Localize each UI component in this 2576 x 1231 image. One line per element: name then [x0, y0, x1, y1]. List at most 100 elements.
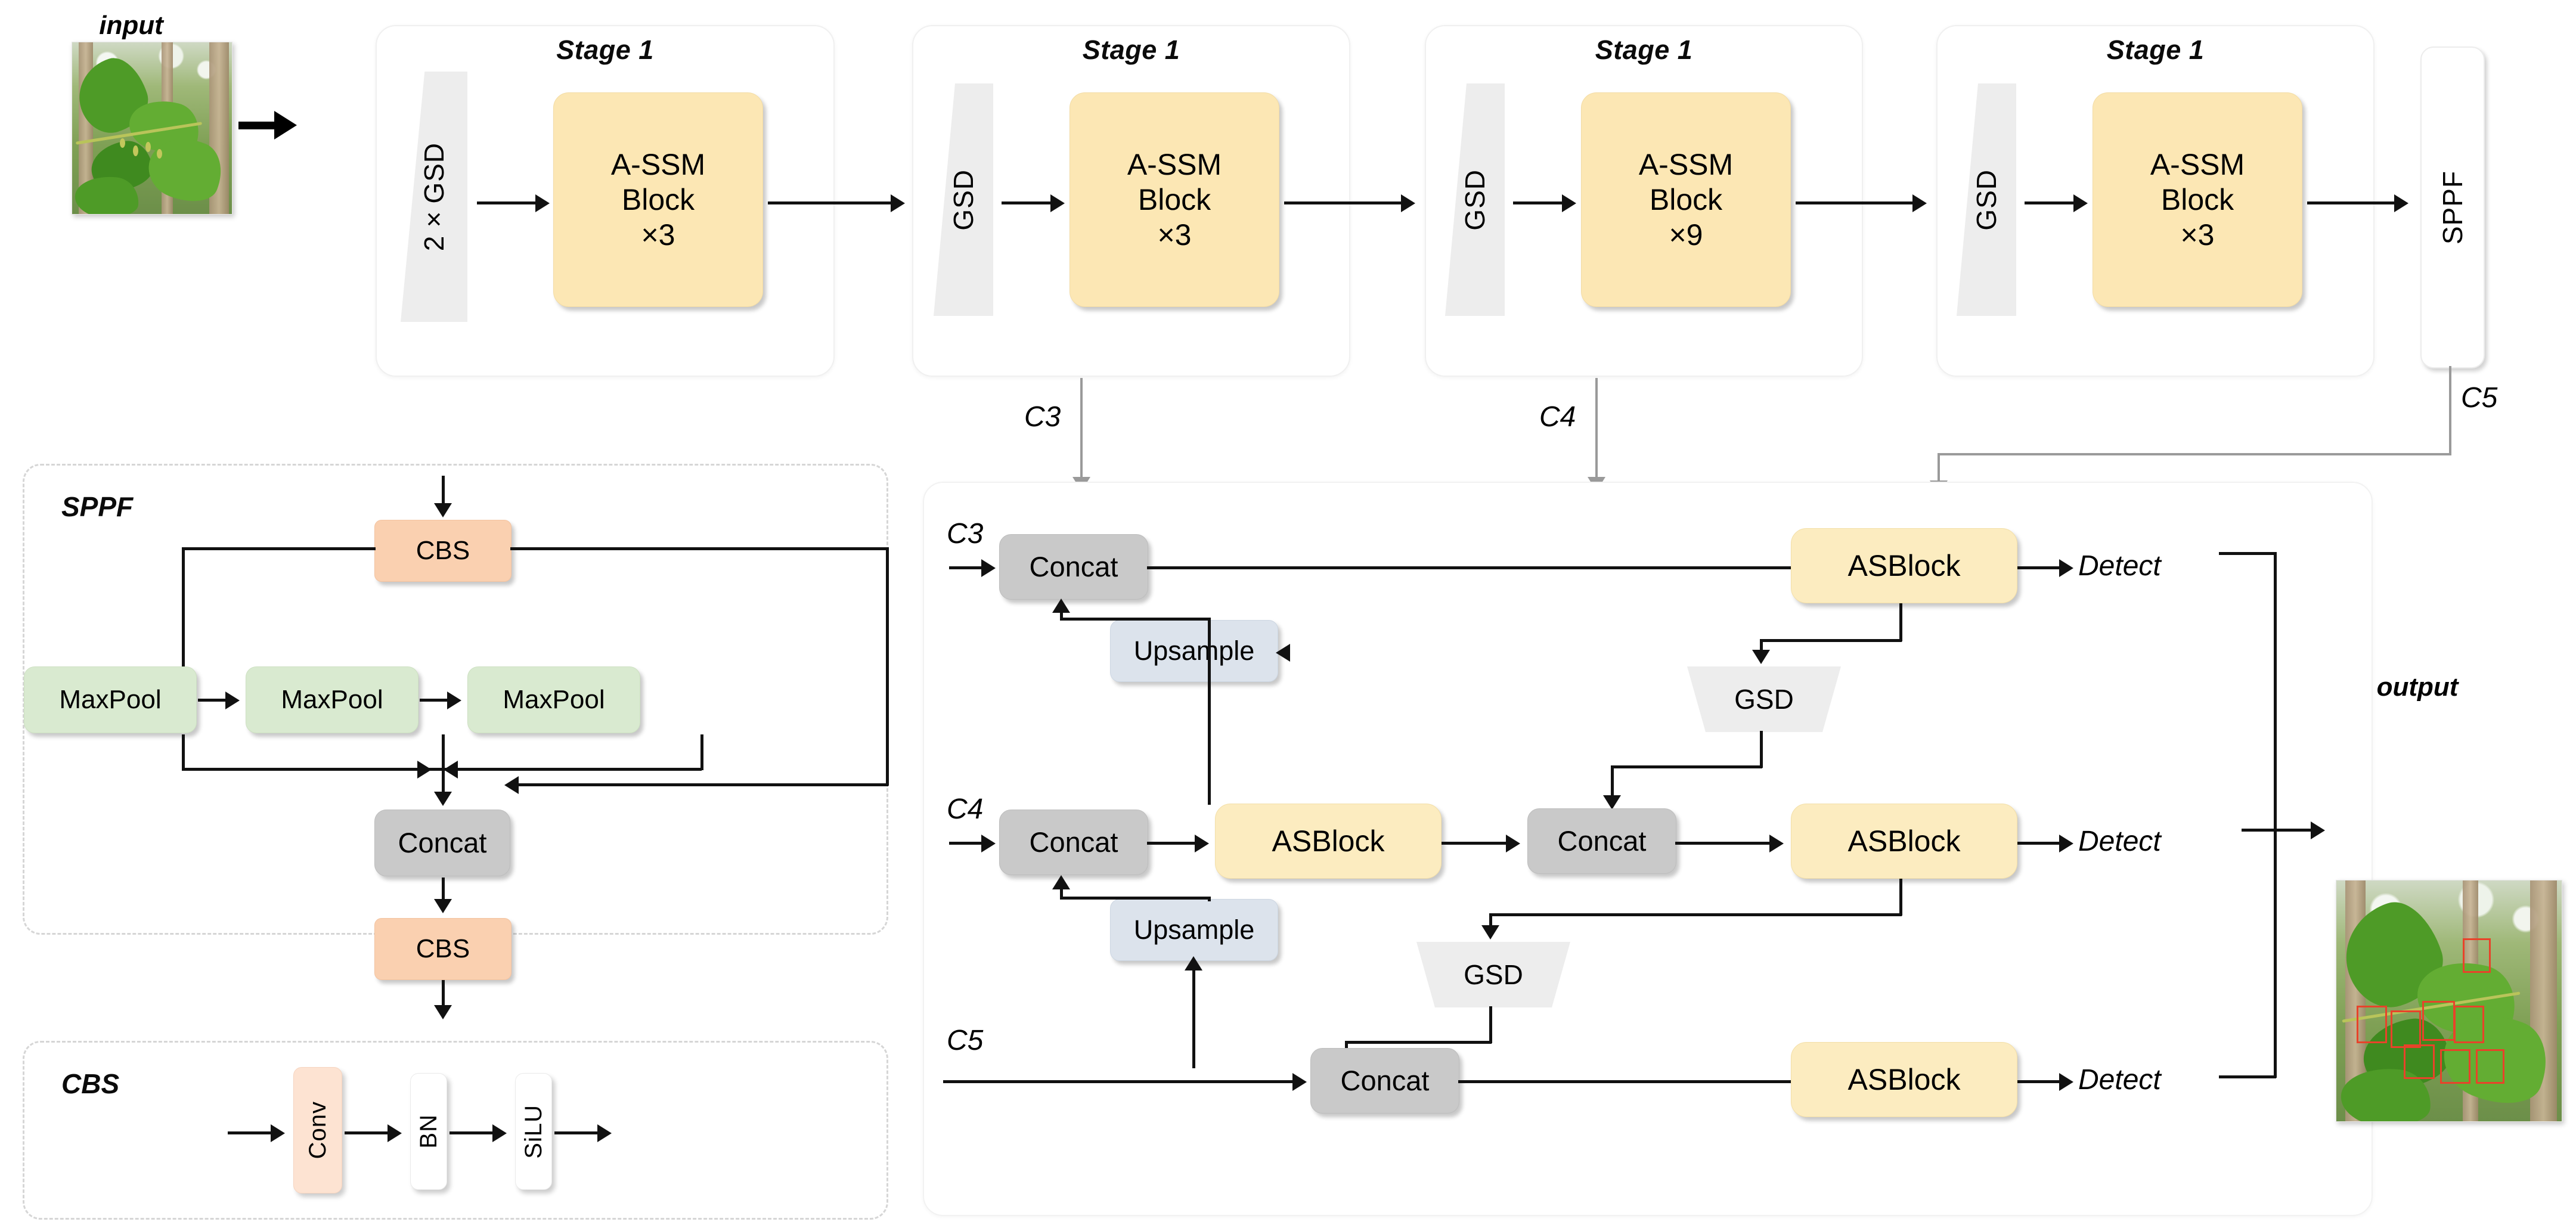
connector — [1060, 612, 1063, 620]
assm-block-repeat: ×3 — [641, 218, 675, 252]
arrow-head — [2073, 194, 2088, 212]
connector — [2017, 842, 2060, 845]
maxpool-1: MaxPool — [24, 666, 197, 733]
assm-block-3: A-SSM Block ×9 — [1581, 92, 1791, 307]
neck-asblock-c4-mid-label: ASBlock — [1272, 824, 1385, 858]
sppf-label: SPPF — [2436, 170, 2468, 245]
gsd-label: GSD — [948, 169, 979, 231]
connector — [1796, 201, 1915, 204]
assm-block-4: A-SSM Block ×3 — [2093, 92, 2302, 307]
detection-box — [2357, 1006, 2388, 1043]
connector — [1675, 842, 1771, 845]
photo-bud — [157, 148, 163, 159]
detection-box — [2390, 1010, 2422, 1048]
connector — [442, 980, 445, 1009]
maxpool-label: MaxPool — [503, 685, 605, 715]
assm-block-sub: Block — [621, 182, 695, 216]
sppf-concat-label: Concat — [398, 827, 487, 859]
cbs-bn: BN — [410, 1073, 447, 1190]
neck-concat-c4-label: Concat — [1029, 826, 1118, 858]
connector — [1442, 842, 1507, 845]
maxpool-label: MaxPool — [59, 685, 162, 715]
detection-box — [2476, 1049, 2504, 1084]
c5-route-down — [2449, 366, 2451, 455]
output-image — [2336, 880, 2562, 1122]
assm-block-1: A-SSM Block ×3 — [553, 92, 763, 307]
gsd-label: GSD — [1459, 169, 1490, 231]
detection-box — [2453, 1006, 2484, 1043]
output-caption: output — [2376, 672, 2459, 702]
connector — [1208, 646, 1211, 805]
connector — [420, 699, 448, 702]
neck-asblock-c5: ASBlock — [1791, 1042, 2017, 1117]
cbs-detail-title: CBS — [61, 1068, 120, 1099]
arrow-head — [434, 792, 452, 806]
detect-bracket-top — [2219, 552, 2276, 555]
sppf-cbs-top-label: CBS — [416, 536, 470, 566]
connector — [1760, 639, 1763, 653]
c5-route-left — [1938, 453, 2451, 455]
arrow-head — [1562, 194, 1576, 212]
connector — [1899, 879, 1902, 916]
c4-tap-label: C4 — [1539, 401, 1576, 433]
detect-bracket-spine — [2274, 552, 2277, 1078]
connector — [1208, 897, 1211, 901]
connector — [1147, 566, 1791, 569]
connector — [1147, 842, 1196, 845]
input-image — [72, 42, 233, 215]
c3-route — [1080, 378, 1083, 482]
neck-concat-c5-label: Concat — [1340, 1065, 1430, 1097]
connector — [442, 476, 445, 506]
cbs-conv-label: Conv — [304, 1101, 331, 1159]
arrow-head — [1506, 835, 1520, 852]
neck-upsample-top-label: Upsample — [1133, 635, 1255, 666]
assm-block-repeat: ×9 — [1669, 218, 1703, 252]
neck-asblock-c5-label: ASBlock — [1847, 1062, 1961, 1096]
assm-block-2: A-SSM Block ×3 — [1070, 92, 1279, 307]
connector — [1060, 897, 1210, 900]
neck-c4-label: C4 — [947, 793, 984, 825]
connector — [442, 734, 445, 770]
stage-title: Stage 1 — [556, 35, 654, 65]
neck-upsample-bottom: Upsample — [1110, 899, 1278, 961]
sppf-cbs-bottom-label: CBS — [416, 934, 470, 964]
connector — [442, 877, 445, 903]
connector — [2017, 566, 2060, 569]
connector — [949, 842, 982, 845]
arrow-head — [981, 835, 996, 852]
arrow-head — [504, 776, 519, 794]
connector — [1192, 961, 1195, 1068]
gsd-label: 2×GSD — [419, 142, 450, 252]
photo-bud — [145, 142, 151, 153]
assm-block-sub: Block — [1649, 182, 1723, 216]
connector — [1513, 201, 1563, 204]
cbs-conv: Conv — [293, 1067, 342, 1193]
maxpool-label: MaxPool — [281, 685, 383, 715]
assm-block-name: A-SSM — [1638, 147, 1734, 181]
neck-asblock-c4-mid: ASBlock — [1215, 804, 1442, 879]
arrow-head — [434, 1005, 452, 1019]
arrow-head — [1769, 835, 1784, 852]
cbs-silu: SiLU — [515, 1073, 552, 1190]
sppf-bar: SPPF — [2420, 46, 2485, 368]
connector — [2025, 201, 2075, 204]
neck-gsd-top-label: GSD — [1734, 684, 1794, 715]
input-caption: input — [99, 11, 163, 40]
assm-block-sub: Block — [1137, 182, 1211, 216]
connector — [1060, 888, 1063, 898]
arrow-head — [447, 692, 461, 709]
detection-box — [2422, 1001, 2455, 1041]
detect-label-c3: Detect — [2078, 550, 2161, 582]
connector — [2307, 201, 2397, 204]
maxpool-2: MaxPool — [246, 666, 419, 733]
arrow-head — [1912, 194, 1927, 212]
sppf-cbs-top: CBS — [374, 520, 512, 582]
neck-asblock-c4-out: ASBlock — [1791, 804, 2017, 879]
arrow-head — [2311, 821, 2325, 839]
sppf-cbs-bottom: CBS — [374, 918, 512, 980]
connector — [477, 201, 537, 204]
arrow-head — [1052, 875, 1070, 889]
assm-block-repeat: ×3 — [2180, 218, 2215, 252]
maxpool-3: MaxPool — [467, 666, 640, 733]
